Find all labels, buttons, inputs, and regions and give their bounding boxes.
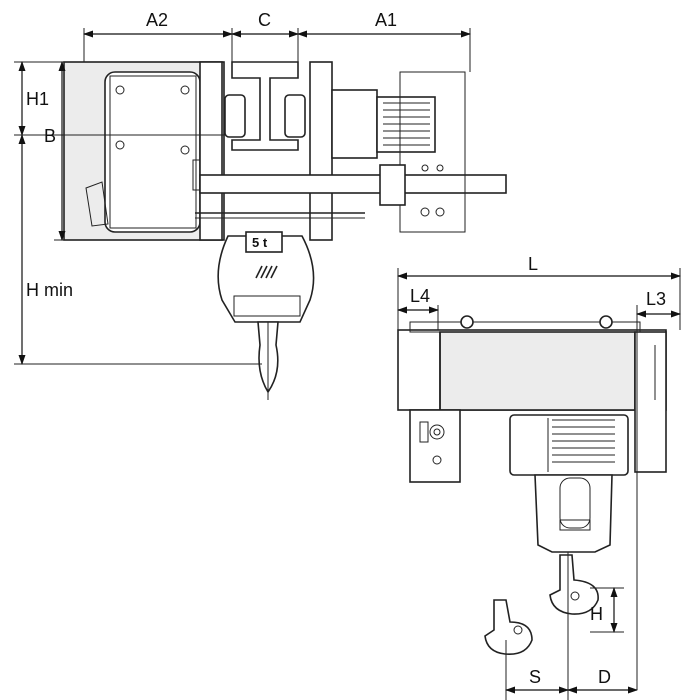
dim-l4-label: L4 xyxy=(410,286,430,306)
dim-l3-label: L3 xyxy=(646,289,666,309)
travel-motor-flange xyxy=(331,89,378,159)
hoist-motor xyxy=(509,414,629,476)
hook-block xyxy=(534,474,613,553)
dim-hmin-label: H min xyxy=(26,280,73,300)
capacity-plate xyxy=(245,231,283,253)
lifting-eye-right xyxy=(599,315,613,329)
dim-c-label: C xyxy=(258,10,271,30)
hook-upper xyxy=(549,554,599,615)
dim-a1-label: A1 xyxy=(375,10,397,30)
dim-b-label: B xyxy=(44,126,56,146)
gearbox xyxy=(217,235,315,323)
dim-s-label: S xyxy=(529,667,541,687)
left-view-dimensions: A2 C A1 H1 B H min xyxy=(14,10,471,365)
dim-h-label: H xyxy=(590,604,603,624)
dim-a2-label: A2 xyxy=(146,10,168,30)
i-beam xyxy=(231,61,299,151)
hook-lower xyxy=(484,599,533,656)
cross-shaft xyxy=(199,174,507,194)
right-view-dimensions: L L4 L3 H S D xyxy=(397,254,681,694)
wheel-left xyxy=(224,94,246,138)
hoist-front-view xyxy=(397,315,667,700)
end-plate-left xyxy=(409,409,461,483)
dim-d-label: D xyxy=(598,667,611,687)
hoist-side-view: 5 t xyxy=(63,61,507,400)
end-bracket xyxy=(399,71,466,233)
lifting-eye-left xyxy=(460,315,474,329)
dim-l-label: L xyxy=(528,254,538,274)
dim-h1-label: H1 xyxy=(26,89,49,109)
left-frame-plate xyxy=(199,61,223,241)
wheel-right xyxy=(284,94,306,138)
capacity-plate-text: 5 t xyxy=(252,235,268,250)
control-box xyxy=(104,71,201,233)
